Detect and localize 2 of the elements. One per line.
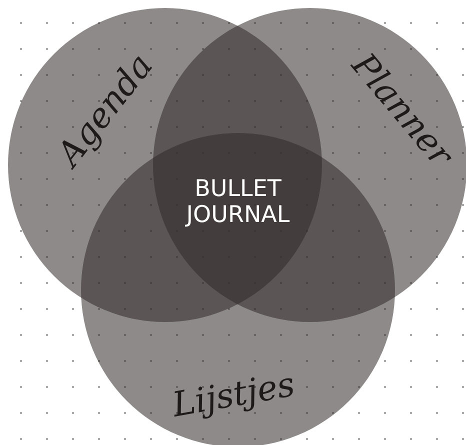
center-label: BULLET JOURNAL [184,176,291,229]
circle-label: Lijstjes [169,364,298,426]
